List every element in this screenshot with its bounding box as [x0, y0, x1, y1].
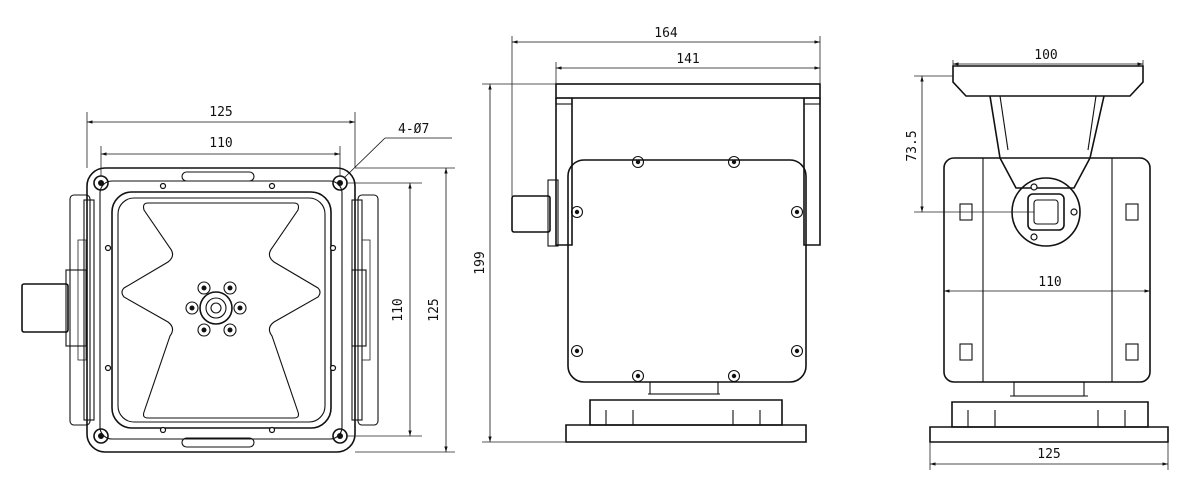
center-hub: [199, 291, 233, 325]
side-base: [565, 424, 807, 443]
dim-right-width-top: 100: [1034, 48, 1057, 63]
dim-right-height-top: 73.5: [905, 130, 920, 161]
right-mount-plate: [952, 65, 1144, 97]
dim-right-width-body: 110: [1038, 275, 1061, 290]
x-plate: [121, 202, 321, 419]
dim-front-width-outer: 125: [209, 105, 232, 120]
dim-right-width-base: 125: [1037, 447, 1060, 462]
front-view: 125 110 4-Ø7 110 125: [21, 105, 455, 453]
front-housing: [86, 167, 356, 453]
side-body: [567, 159, 807, 383]
dim-side-width-overall: 164: [654, 26, 678, 41]
bottom-slot: [181, 437, 255, 448]
dim-front-width-inner: 110: [209, 136, 232, 151]
right-body: [943, 157, 1151, 383]
dim-front-height-outer: 125: [427, 298, 442, 321]
side-shaft: [511, 195, 551, 233]
mount-plate: [555, 83, 821, 99]
dim-hole-callout: 4-Ø7: [398, 122, 429, 137]
shaft-stub: [21, 283, 69, 333]
dim-front-height-inner: 110: [391, 298, 406, 321]
top-slot: [181, 171, 255, 182]
dim-side-width-bracket: 141: [676, 52, 699, 67]
side-screws: [570, 155, 804, 383]
right-view: 100 73.5 110 125: [905, 48, 1169, 470]
dim-side-height-overall: 199: [473, 251, 488, 274]
corner-hole: [93, 428, 109, 444]
side-view: 164 141 199: [473, 26, 821, 443]
right-base: [929, 426, 1169, 443]
